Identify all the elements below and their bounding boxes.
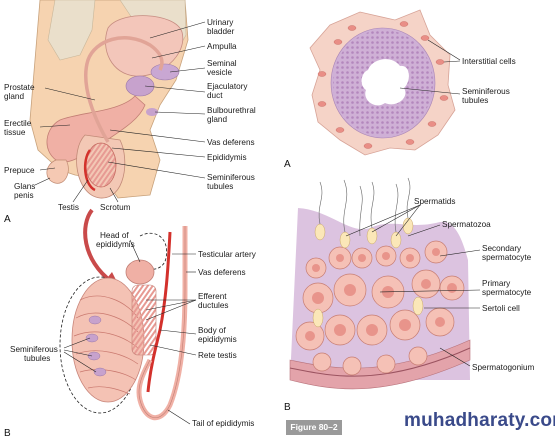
label-vas-deferens-b: Vas deferens (198, 268, 246, 277)
panel-b2-leaders (345, 204, 481, 367)
panel-b-letter: B (4, 428, 11, 436)
panel-b2-letter: B (284, 402, 291, 413)
label-urinary-bladder-1: Urinary (207, 18, 234, 27)
panel-b2-spermatogenesis (289, 177, 471, 390)
label-rete-testis: Rete testis (198, 351, 237, 360)
panel-a-leaders (34, 21, 206, 203)
label-epididymis: Epididymis (207, 153, 247, 162)
panel-a-letter: A (4, 214, 11, 225)
panel-b-leaders (63, 239, 197, 425)
watermark-logo: muhadharaty.com (404, 410, 555, 431)
label-tail-of-epididymis: Tail of epididymis (192, 419, 254, 428)
label-testis: Testis (58, 203, 79, 212)
label-scrotum: Scrotum (100, 203, 131, 212)
label-sertoli-cell: Sertoli cell (482, 304, 520, 313)
label-spermatogonium: Spermatogonium (472, 363, 535, 372)
panel-b-testis (59, 208, 188, 420)
label-vas-deferens: Vas deferens (207, 138, 255, 147)
label-prepuce: Prepuce (4, 166, 35, 175)
figure-label: Figure 80–2 (290, 422, 338, 432)
label-spermatozoa: Spermatozoa (442, 220, 491, 229)
panel-a-anatomy (29, 0, 189, 199)
label-ampulla: Ampulla (207, 42, 237, 51)
label-spermatids: Spermatids (414, 197, 455, 206)
label-interstitial-cells: Interstitial cells (462, 57, 516, 66)
panel-a2-letter: A (284, 159, 291, 170)
figure-label-badge: Figure 80–2 (286, 420, 342, 435)
label-testicular-artery: Testicular artery (198, 250, 257, 259)
